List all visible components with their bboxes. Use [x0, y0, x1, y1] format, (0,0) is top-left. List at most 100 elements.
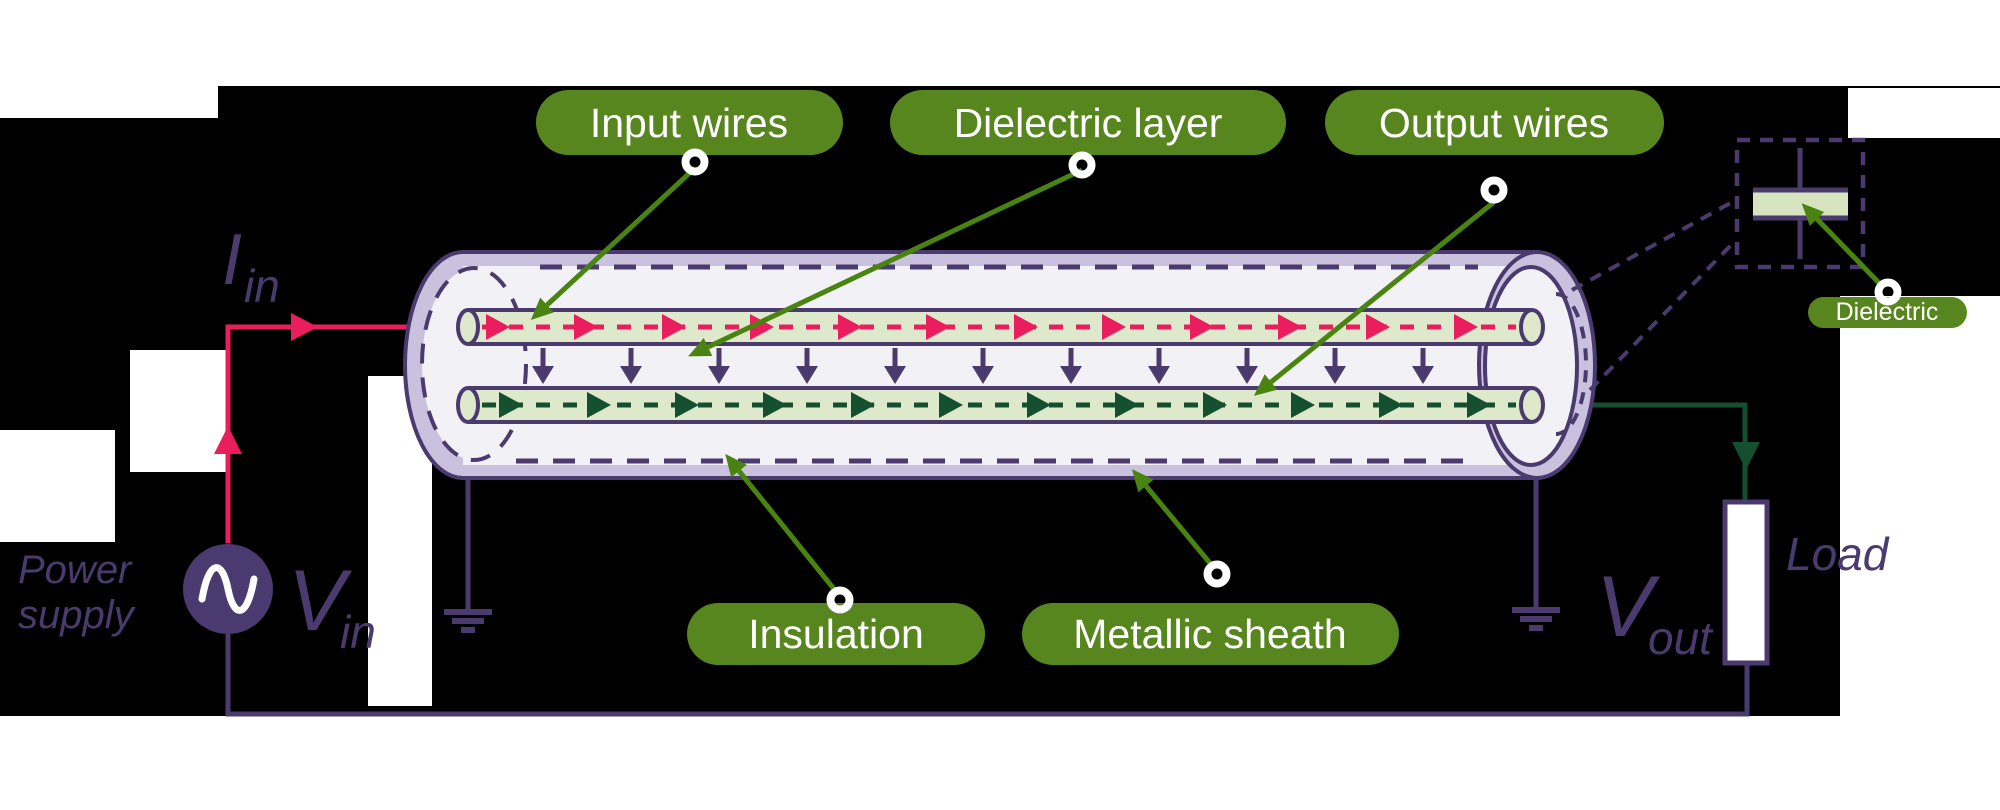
- output-wires-pill: [1325, 90, 1664, 155]
- insulation-pill: [687, 603, 985, 665]
- current-arrow-icon: [1236, 366, 1258, 384]
- insulation-label: Insulation: [748, 611, 924, 657]
- output-conductor-left-end: [456, 386, 480, 424]
- current-arrow-icon: [1203, 392, 1227, 418]
- insulation-anchor-ring: [826, 586, 854, 614]
- inset-connector-top: [1571, 198, 1737, 292]
- v-out-label: V: [1596, 559, 1661, 655]
- output-wires-label: Output wires: [1379, 100, 1609, 146]
- input-current-arrows: [486, 314, 1478, 340]
- background-patch: [0, 0, 2000, 86]
- load-resistor: [1722, 499, 1770, 666]
- ground-symbol-right: [1512, 478, 1560, 631]
- input-conductor: [456, 308, 1545, 346]
- current-arrow-icon: [675, 392, 699, 418]
- current-arrow-icon: [939, 392, 963, 418]
- v-in-label: V: [288, 553, 353, 649]
- current-arrow-icon: [884, 366, 906, 384]
- background-patch: [0, 0, 218, 118]
- current-arrow-icon: [763, 392, 787, 418]
- dielectric-layer-pill: [890, 90, 1286, 155]
- load-label: Load: [1786, 528, 1890, 580]
- input-wires-pill: [536, 90, 843, 155]
- current-arrow-icon: [1027, 392, 1051, 418]
- current-arrow-icon: [1366, 314, 1390, 340]
- insulation-callout-line: [725, 453, 840, 596]
- background-patch: [130, 350, 226, 472]
- current-arrow-icon: [1148, 366, 1170, 384]
- current-arrow-icon: [750, 314, 774, 340]
- background-patch: [1840, 296, 2000, 716]
- input-feed-wire: [225, 324, 462, 543]
- metallic-sheath-bottom: [463, 465, 1525, 477]
- dielectric-anchor-ring: [1874, 278, 1902, 306]
- current-arrow-icon: [1060, 366, 1082, 384]
- current-down-arrow-icon: [1732, 442, 1760, 470]
- v-out-subscript: out: [1648, 612, 1714, 664]
- callouts: Input wires Dielectric layer Output wire…: [530, 90, 1967, 665]
- current-arrow-icon: [1115, 392, 1139, 418]
- current-arrow-icon: [587, 392, 611, 418]
- output-wires-callout-line: [1253, 200, 1496, 396]
- field-down-arrows: [532, 348, 1434, 384]
- inset-connector-bottom: [1588, 238, 1738, 392]
- dielectric-layer-label: Dielectric layer: [954, 100, 1223, 146]
- metallic-sheath-anchor-ring: [1203, 560, 1231, 588]
- power-supply-label-line1: Power: [18, 548, 133, 592]
- dielectric-layer-anchor-ring: [1068, 151, 1096, 179]
- input-conductor-left-end: [456, 308, 480, 346]
- current-arrow-icon: [1190, 314, 1214, 340]
- cable-body: [463, 252, 1537, 478]
- current-arrow-icon: [796, 366, 818, 384]
- input-conductor-right-end: [1519, 308, 1545, 346]
- output-wires-anchor-ring: [1480, 176, 1508, 204]
- current-arrow-icon: [926, 314, 950, 340]
- external-circuit: [183, 313, 1770, 717]
- current-arrow-icon: [1454, 314, 1478, 340]
- input-wires-anchor-ring: [681, 148, 709, 176]
- inset-dashed-box: [1734, 137, 1866, 270]
- background-patch: [0, 430, 115, 542]
- dielectric-inset: [1571, 137, 1866, 392]
- current-right-arrow-icon: [291, 313, 318, 341]
- background-patch: [0, 716, 2000, 810]
- current-arrow-icon: [1412, 366, 1434, 384]
- circuit-labels: Power supply V in I in V out Load: [18, 220, 1890, 664]
- current-arrow-icon: [662, 314, 686, 340]
- current-up-arrow-icon: [214, 426, 242, 454]
- current-arrow-icon: [499, 392, 523, 418]
- sine-wave-icon: [198, 564, 258, 614]
- metallic-sheath-pill: [1022, 603, 1399, 665]
- v-in-subscript: in: [340, 606, 376, 658]
- input-wires-callout-line: [530, 166, 697, 320]
- current-arrow-icon: [1102, 314, 1126, 340]
- current-arrow-icon: [532, 366, 554, 384]
- dielectric-slab: [1753, 190, 1848, 218]
- current-arrow-icon: [486, 314, 510, 340]
- current-arrow-icon: [1291, 392, 1315, 418]
- dielectric-pill: [1808, 297, 1967, 328]
- current-arrow-icon: [1379, 392, 1403, 418]
- current-arrow-icon: [620, 366, 642, 384]
- current-arrow-icon: [972, 366, 994, 384]
- current-arrow-icon: [1014, 314, 1038, 340]
- output-conductor-right-end: [1519, 386, 1545, 424]
- current-arrow-icon: [838, 314, 862, 340]
- left-cap-dashed-rim: [420, 266, 528, 462]
- current-arrow-icon: [708, 366, 730, 384]
- dielectric-callout-line: [1801, 203, 1884, 288]
- i-in-subscript: in: [244, 260, 280, 312]
- power-supply-label-line2: supply: [18, 593, 137, 637]
- ground-symbol-left: [444, 479, 492, 633]
- output-conductor: [456, 386, 1545, 424]
- i-in-label: I: [222, 220, 242, 300]
- metallic-sheath-top: [463, 253, 1525, 266]
- output-wire-to-load: [1530, 402, 1748, 502]
- current-arrow-icon: [574, 314, 598, 340]
- cable: [403, 250, 1597, 480]
- return-wire: [225, 634, 1750, 717]
- current-arrow-icon: [1278, 314, 1302, 340]
